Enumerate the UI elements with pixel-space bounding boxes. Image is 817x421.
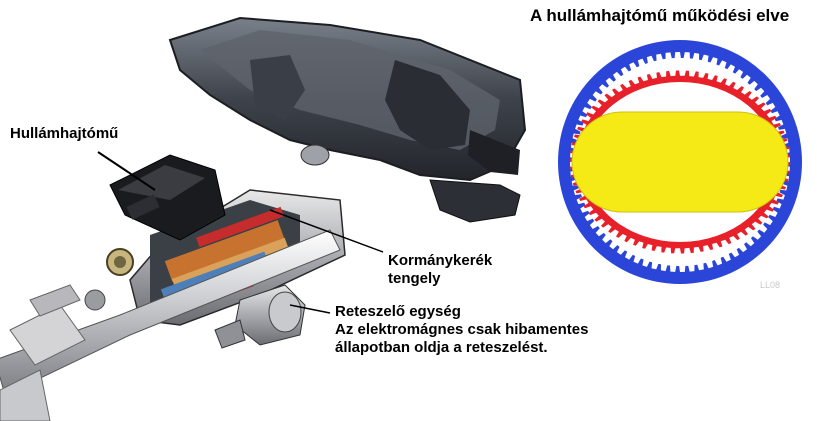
label-lock-unit-line3: állapotban oldja a reteszelést. xyxy=(335,339,548,356)
label-steering-shaft-line1: Kormánykerék xyxy=(388,252,493,269)
label-steering-shaft: Kormánykerék tengely xyxy=(388,252,492,288)
diagram-title: A hullámhajtómű működési elve xyxy=(530,6,790,25)
wave-generator xyxy=(571,111,789,213)
label-lock-unit: Reteszelő egység Az elektromágnes csak h… xyxy=(335,303,588,357)
label-lock-unit-line2: Az elektromágnes csak hibamentes xyxy=(335,321,589,338)
leader-wave-gear xyxy=(97,151,156,191)
label-steering-shaft-line2: tengely xyxy=(388,270,441,287)
column-tube xyxy=(106,189,346,326)
steering-shaft xyxy=(0,229,341,421)
label-lock-unit-line1: Reteszelő egység xyxy=(335,303,461,320)
wave-gear-housing xyxy=(109,154,226,241)
watermark: LL08 xyxy=(760,280,781,290)
mounting-bracket xyxy=(168,16,527,223)
leader-steering-shaft xyxy=(269,209,384,253)
label-wave-gear: Hullámhajtómű xyxy=(10,125,119,142)
lock-unit xyxy=(214,284,306,349)
leader-lock-unit xyxy=(289,304,331,314)
